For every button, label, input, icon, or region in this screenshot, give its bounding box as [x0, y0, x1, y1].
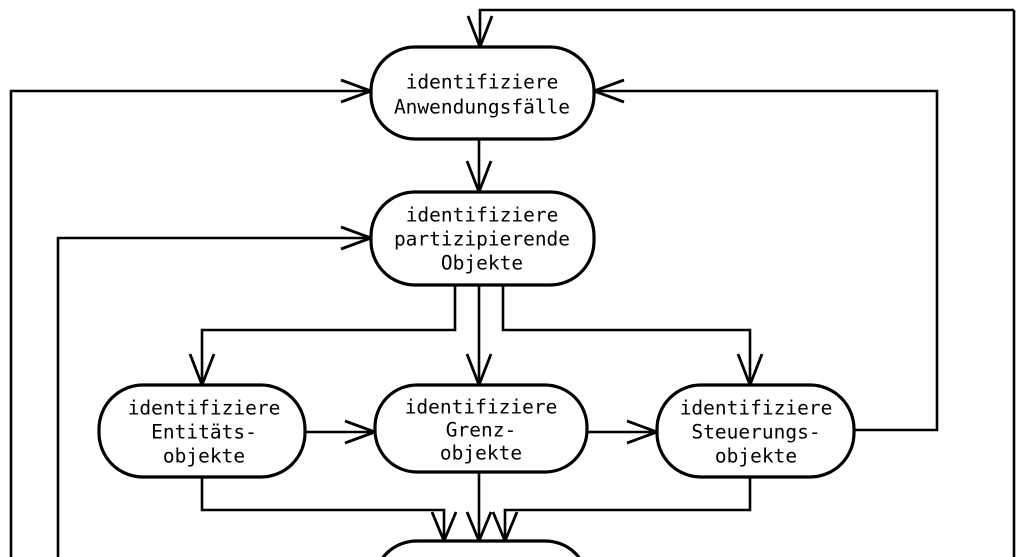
node-anwendungsfaelle-shape: [369, 45, 596, 141]
edge-entitaetsobjekte-to-bottom: [200, 477, 446, 541]
node-steuerungsobjekte-line2: Steuerungs-: [691, 421, 820, 444]
node-entitaetsobjekte-line3: objekte: [163, 445, 245, 468]
edge-partizipierende-to-steuerungsobjekte: [501, 285, 752, 385]
node-entitaetsobjekte-line2: Entitäts-: [151, 421, 257, 444]
node-grenzobjekte-line3: objekte: [440, 442, 522, 465]
node-partizipierende-objekte-line3: Objekte: [441, 252, 523, 275]
node-grenzobjekte-shape: [373, 383, 589, 474]
edge-partizipierende-to-entitaetsobjekte: [200, 285, 457, 385]
node-bottom-cropped[interactable]: [375, 539, 587, 557]
node-grenzobjekte-line1: identifiziere: [405, 396, 558, 419]
node-steuerungsobjekte-shape: [655, 383, 856, 479]
node-anwendungsfaelle-line1: identifiziere: [406, 71, 559, 94]
node-steuerungsobjekte[interactable]: identifiziere Steuerungs- objekte: [655, 383, 856, 479]
node-partizipierende-objekte-line2: partizipierende: [394, 228, 570, 251]
node-entitaetsobjekte-line1: identifiziere: [128, 397, 281, 420]
edge-left-loop-into-anwendungsfaelle: [9, 89, 371, 557]
node-partizipierende-objekte-shape: [369, 190, 596, 287]
edge-left-loop-into-partizipierende: [56, 236, 371, 557]
node-bottom-cropped-shape: [381, 539, 581, 557]
node-partizipierende-objekte-line1: identifiziere: [406, 204, 559, 227]
edge-top-loop-into-anwendungsfaelle: [478, 8, 1014, 47]
node-partizipierende-objekte[interactable]: identifiziere partizipierende Objekte: [369, 190, 596, 287]
node-anwendungsfaelle-line2: Anwendungsfälle: [394, 96, 570, 119]
edge-steuerungsobjekte-to-bottom: [503, 477, 752, 541]
node-steuerungsobjekte-line3: objekte: [715, 445, 797, 468]
edge-steuerungsobjekte-to-anwendungsfaelle: [594, 89, 939, 432]
node-steuerungsobjekte-line1: identifiziere: [680, 397, 833, 420]
node-grenzobjekte-line2: Grenz-: [446, 419, 516, 442]
node-entitaetsobjekte-shape: [97, 383, 307, 479]
node-anwendungsfaelle[interactable]: identifiziere Anwendungsfälle: [369, 45, 596, 141]
node-entitaetsobjekte[interactable]: identifiziere Entitäts- objekte: [97, 383, 307, 479]
node-grenzobjekte[interactable]: identifiziere Grenz- objekte: [373, 383, 589, 474]
